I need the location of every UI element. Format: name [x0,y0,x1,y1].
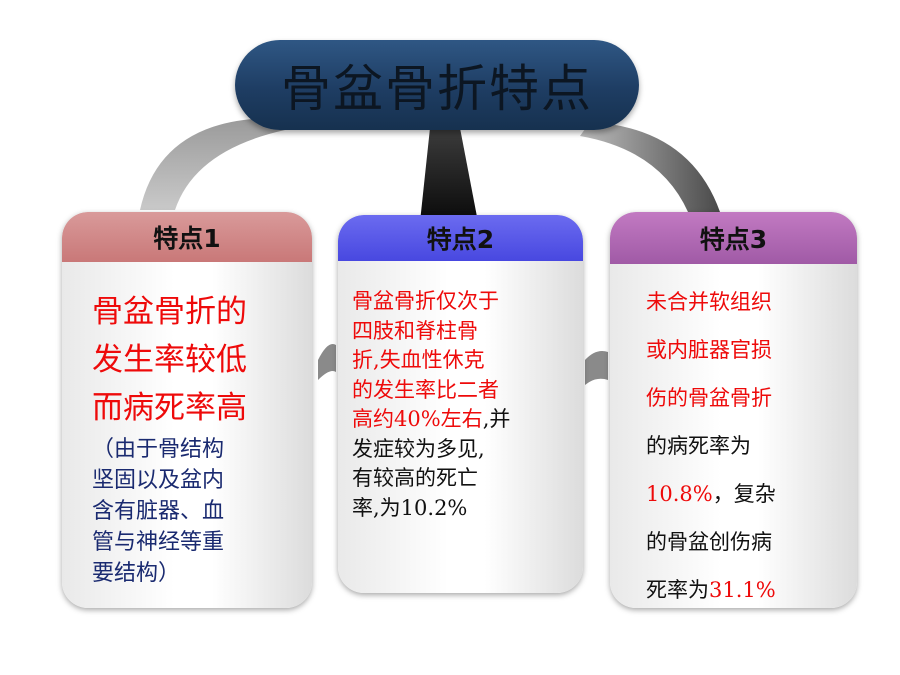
left-back-arc [318,344,336,380]
right-back-arc [585,351,608,385]
card-1-sub-line: 含有脏器、血 [92,499,225,524]
page-title: 骨盆骨折特点 [281,60,593,118]
card-2-red-line: 的发生率比二者 [352,377,499,402]
card-1-sub-text: （由于骨结构 坚固以及盆内 含有脏器、血 管与神经等重 要结构） [92,434,304,589]
feature-card-1: 特点1 骨盆骨折的 发生率较低 而病死率高 （由于骨结构 坚固以及盆内 含有脏器… [62,212,312,608]
card-1-main-line: 发生率较低 [92,342,247,378]
left-connector-arc [140,118,285,210]
title-banner: 骨盆骨折特点 [235,40,639,130]
card-3-rate-2-prefix: 死率为 [646,578,709,602]
right-connector-arc [580,122,720,212]
card-3-rate-line: 死率为31.1% [646,566,846,608]
card-2-dark-line: 率,为10.2% [352,495,468,520]
card-2-red-line: 折,失血性休克 [352,348,485,372]
card-1-main-line: 而病死率高 [92,390,247,426]
card-2-body: 骨盆骨折仅次于 四肢和脊柱骨 折,失血性休克 的发生率比二者 高约40%左右,并… [352,287,578,523]
card-2-dark-line: 有较高的死亡 [352,466,478,490]
card-3-rate-2: 31.1% [709,578,776,602]
card-3-heading: 特点3 [610,212,857,264]
card-1-body: 骨盆骨折的 发生率较低 而病死率高 （由于骨结构 坚固以及盆内 含有脏器、血 管… [92,288,304,589]
center-connector [420,128,478,222]
card-3-red-line: 未合并软组织 [646,290,772,314]
card-1-sub-line: （由于骨结构 [92,437,225,462]
card-2-red-line: 骨盆骨折仅次于 [352,289,499,313]
card-2-mixed-line: 高约40%左右,并 [352,405,578,435]
card-2-dark-line: 发症较为多见, [352,436,485,461]
card-3-rate-line: 10.8%，复杂 [646,470,846,518]
feature-card-3: 特点3 未合并软组织 或内脏器官损 伤的骨盆骨折 的病死率为 10.8%，复杂 … [610,212,857,608]
card-2-mixed-dark: ,并 [482,407,511,431]
card-1-main-line: 骨盆骨折的 [92,294,247,330]
card-3-red-line: 伤的骨盆骨折 [646,386,772,410]
card-3-dark-line: 的病死率为 [646,434,751,458]
card-1-sub-line: 坚固以及盆内 [92,468,225,493]
card-2-red-line: 四肢和脊柱骨 [352,318,478,343]
card-1-sub-line: 要结构） [92,561,181,586]
card-3-rate-1-suffix: ，复杂 [712,482,776,506]
card-3-red-line: 或内脏器官损 [646,338,772,362]
card-1-heading: 特点1 [62,212,312,262]
card-1-sub-line: 管与神经等重 [92,530,225,555]
card-3-body: 未合并软组织 或内脏器官损 伤的骨盆骨折 的病死率为 10.8%，复杂 的骨盆创… [646,278,846,608]
card-3-rate-1: 10.8% [646,482,713,506]
card-3-dark-line: 的骨盆创伤病 [646,530,772,554]
card-1-main-text: 骨盆骨折的 发生率较低 而病死率高 [92,288,304,432]
card-2-mixed-red: 高约40%左右 [352,407,483,431]
feature-card-2: 特点2 骨盆骨折仅次于 四肢和脊柱骨 折,失血性休克 的发生率比二者 高约40%… [338,215,583,593]
card-2-heading: 特点2 [338,215,583,261]
